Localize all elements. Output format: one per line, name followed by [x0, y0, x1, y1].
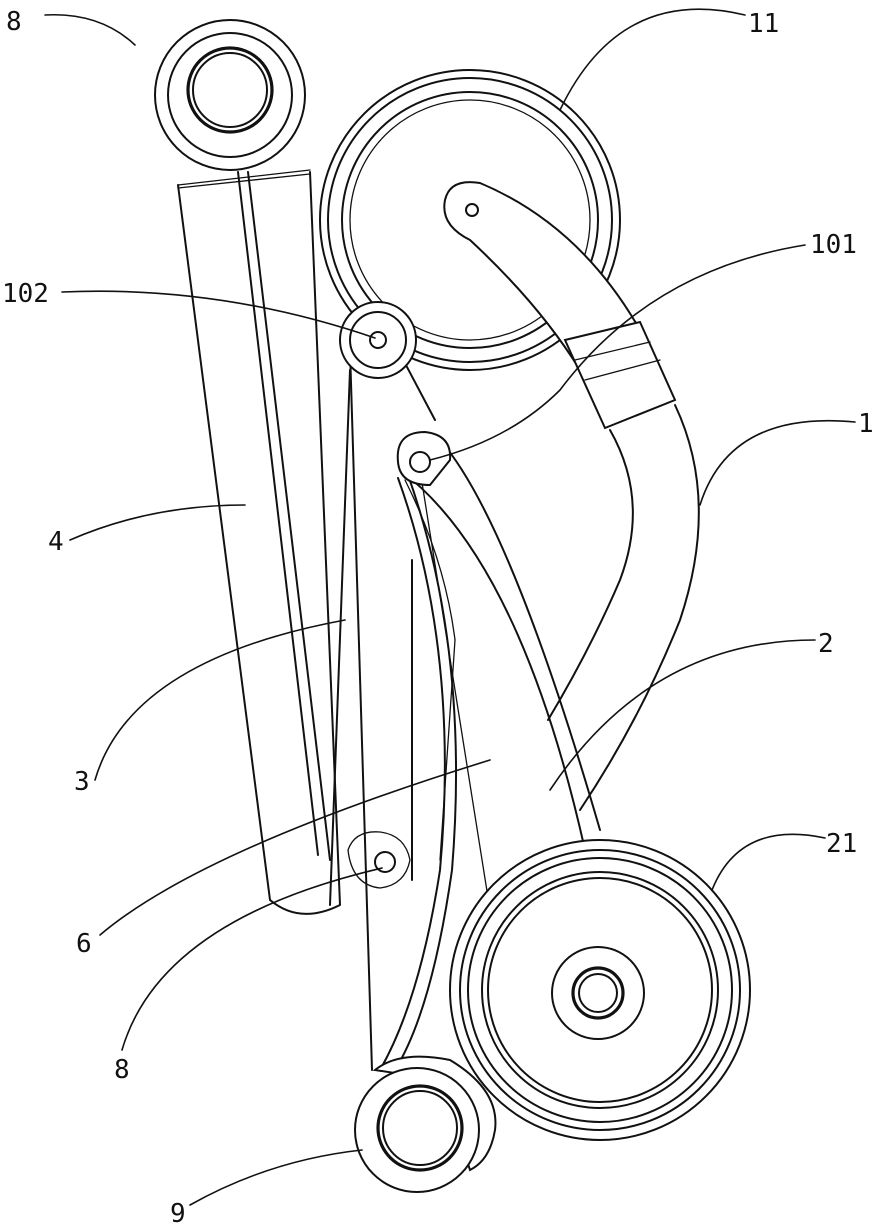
wheel-9 [354, 1055, 497, 1193]
reference-labels: 8 11 101 102 1 4 2 3 21 6 8 9 [2, 7, 874, 1227]
label-2: 2 [818, 629, 834, 659]
bar-2 [379, 439, 601, 1071]
label-102: 102 [2, 279, 49, 309]
leader-lines [44, 8, 856, 1206]
pin-8-bottom [347, 831, 411, 889]
pivot-102 [339, 301, 417, 379]
label-101: 101 [810, 230, 857, 260]
label-1: 1 [858, 409, 874, 439]
label-9: 9 [170, 1199, 186, 1227]
label-4: 4 [48, 527, 64, 557]
label-8-top: 8 [6, 7, 22, 37]
arm-1 [443, 181, 700, 811]
label-11: 11 [748, 9, 779, 39]
wheel-21 [449, 839, 751, 1141]
label-3: 3 [74, 767, 90, 797]
label-21: 21 [826, 829, 857, 859]
label-8-bottom: 8 [114, 1055, 130, 1085]
bar-4 [177, 169, 341, 915]
wheel-8-top [154, 19, 306, 171]
pivot-101 [396, 430, 452, 487]
label-6: 6 [76, 929, 92, 959]
wheel-11 [319, 69, 621, 371]
